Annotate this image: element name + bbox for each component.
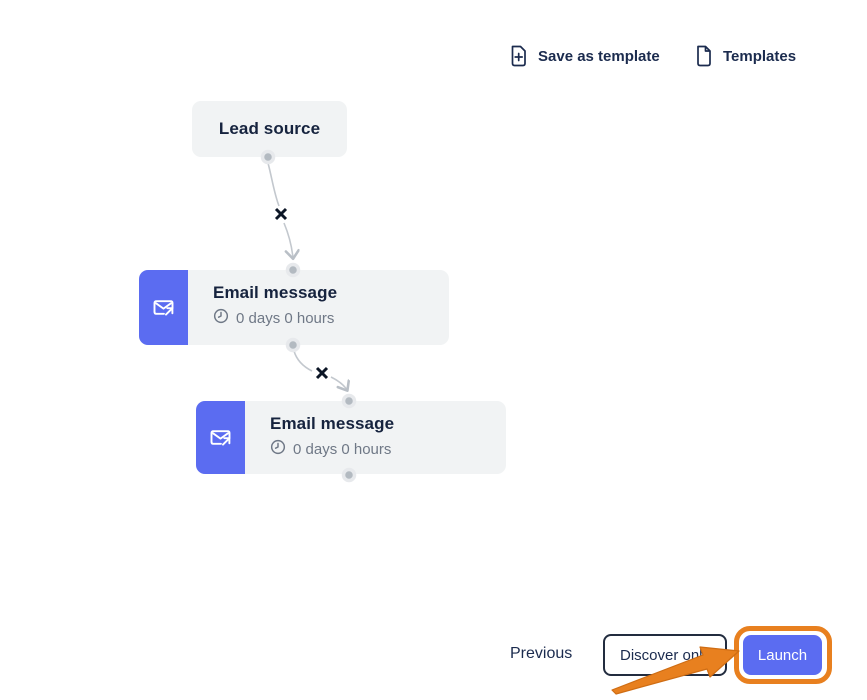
connector-line bbox=[267, 162, 280, 207]
connector-line bbox=[283, 222, 293, 258]
lead-source-node[interactable]: Lead source bbox=[192, 101, 347, 157]
save-as-template-button[interactable]: Save as template bbox=[509, 43, 660, 69]
launch-button[interactable]: Launch bbox=[743, 635, 822, 675]
delete-connection-icon[interactable] bbox=[274, 207, 288, 221]
email-delay-label: 0 days 0 hours bbox=[236, 309, 335, 327]
previous-button[interactable]: Previous bbox=[510, 645, 573, 662]
lead-source-title: Lead source bbox=[218, 119, 321, 138]
save-as-template-label: Save as template bbox=[538, 47, 660, 65]
connection-handle-dot[interactable] bbox=[341, 393, 357, 409]
file-icon bbox=[695, 45, 713, 67]
delete-connection-icon[interactable] bbox=[315, 366, 329, 380]
email-send-icon bbox=[196, 401, 245, 474]
templates-label: Templates bbox=[723, 47, 797, 65]
templates-button[interactable]: Templates bbox=[695, 43, 796, 69]
connection-handle-dot[interactable] bbox=[285, 337, 301, 353]
connector-line bbox=[293, 350, 313, 372]
connection-handle-dot[interactable] bbox=[285, 262, 301, 278]
clock-icon bbox=[213, 308, 229, 328]
file-plus-icon bbox=[509, 45, 528, 67]
email-message-title: Email message bbox=[270, 414, 395, 433]
email-message-node-2[interactable]: Email message 0 days 0 hours bbox=[196, 401, 506, 474]
email-message-node-1[interactable]: Email message 0 days 0 hours bbox=[139, 270, 449, 345]
discover-only-button[interactable]: Discover only bbox=[603, 634, 727, 676]
connection-handle-dot[interactable] bbox=[341, 467, 357, 483]
connector-line bbox=[330, 376, 347, 390]
clock-icon bbox=[270, 439, 286, 459]
email-message-title: Email message bbox=[213, 283, 338, 302]
email-send-icon bbox=[139, 270, 188, 345]
connection-handle-dot[interactable] bbox=[260, 149, 276, 165]
email-delay-label: 0 days 0 hours bbox=[293, 440, 392, 458]
